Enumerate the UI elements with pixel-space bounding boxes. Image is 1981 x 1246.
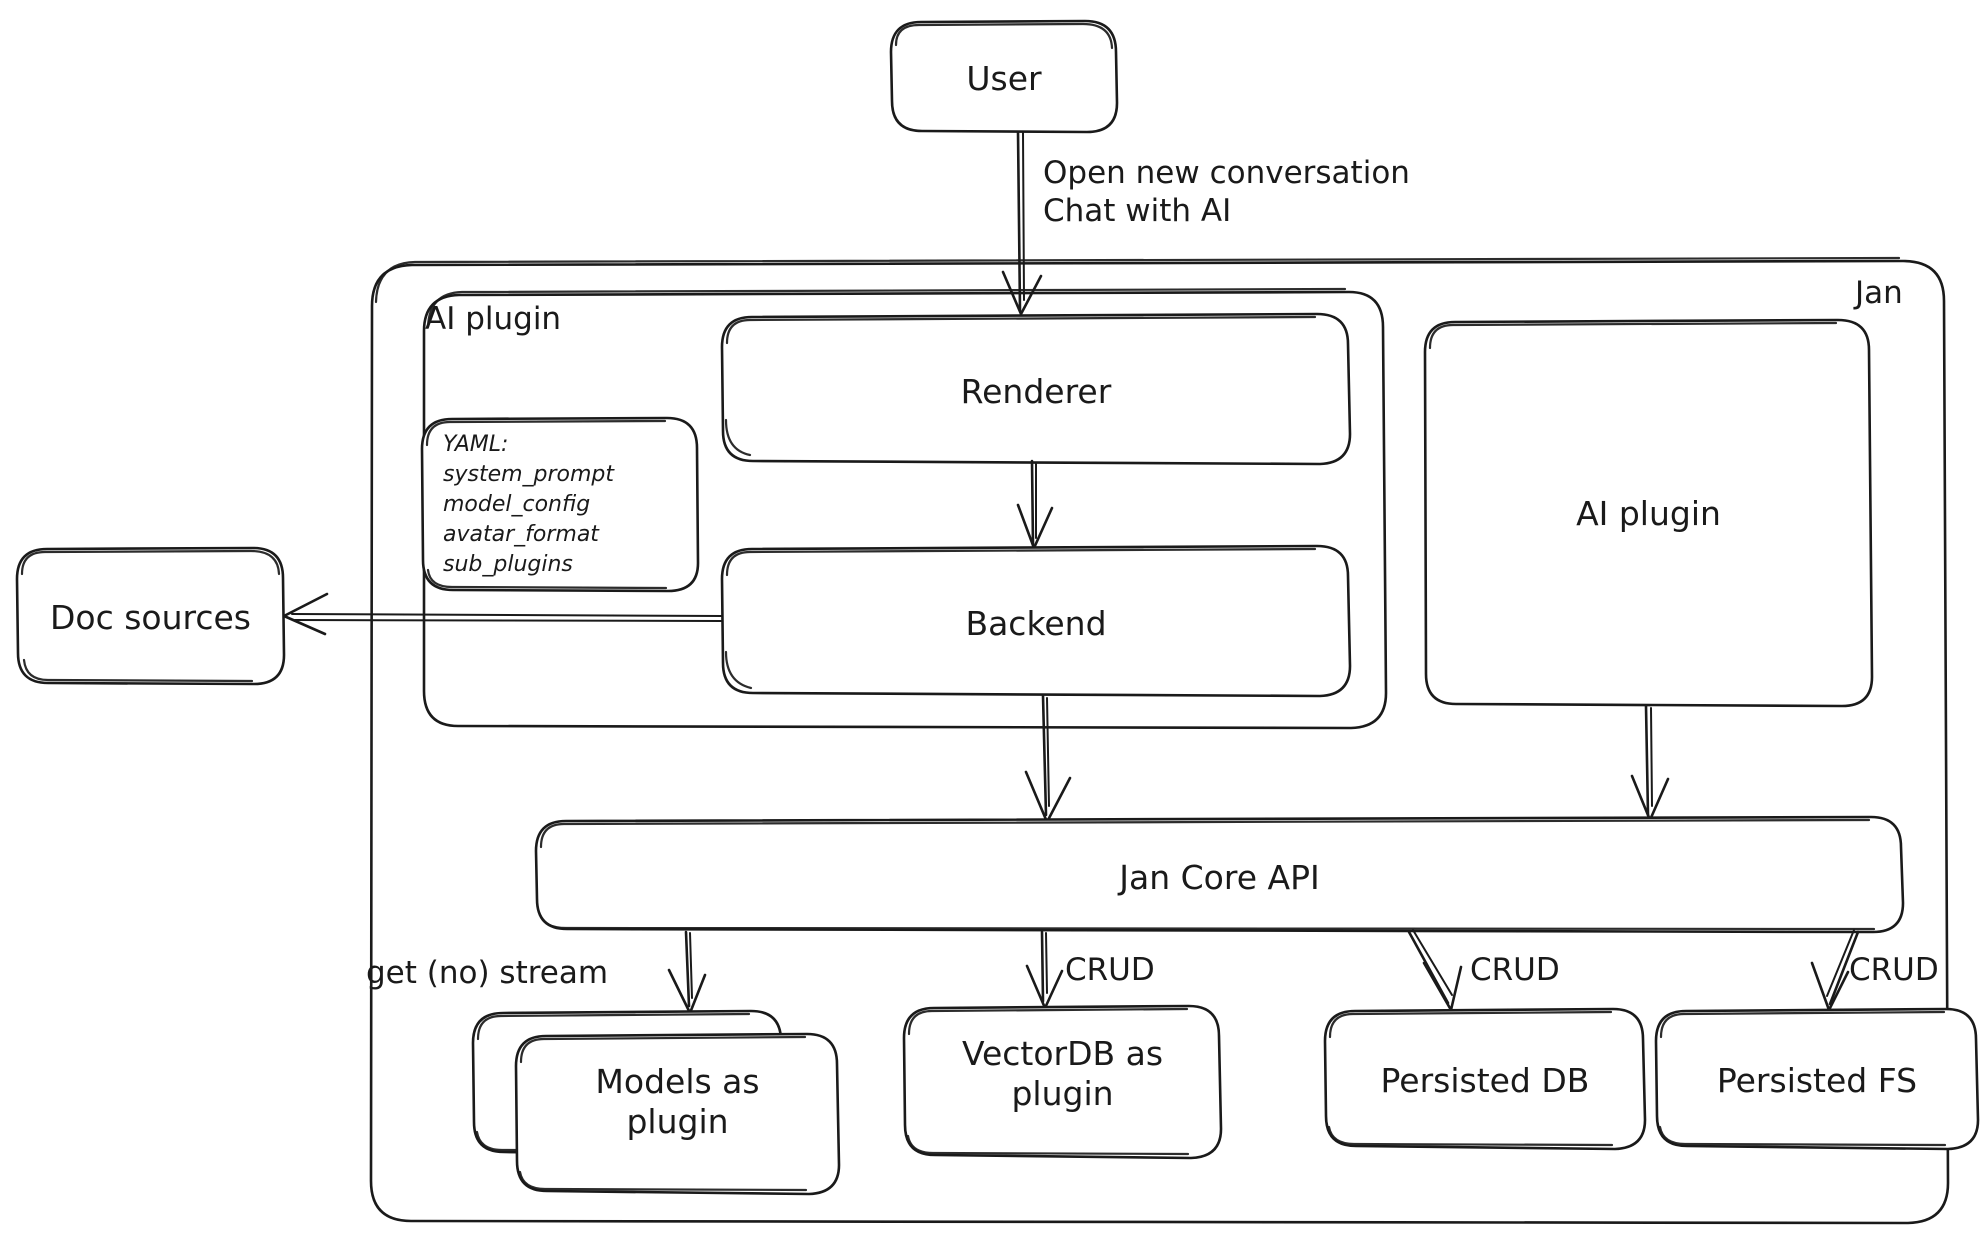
edge-jan-core-api-to-vectordb-plugin — [1025, 930, 1064, 1010]
edge-backend-to-doc-sources — [282, 592, 723, 636]
edge-user-to-renderer — [1001, 130, 1043, 316]
edge-jan-core-api-to-models-plugin — [667, 930, 707, 1015]
edge-backend-to-jan-core-api — [1024, 694, 1072, 824]
yaml-card-shape — [420, 416, 700, 593]
ai-plugin-group-shape — [422, 287, 1388, 730]
jan-core-api-node-shape — [534, 815, 1905, 934]
models-plugin-node-shape — [471, 1009, 841, 1196]
persisted-fs-node-shape — [1654, 1007, 1980, 1151]
edge-jan-core-api-to-persisted-db — [1407, 929, 1463, 1012]
user-node-shape — [889, 19, 1119, 134]
backend-node-shape — [720, 544, 1352, 698]
edge-renderer-to-backend — [1016, 459, 1054, 550]
jan-container-shape — [369, 256, 1950, 1225]
edge-ai-plugin-to-jan-core-api — [1630, 704, 1670, 822]
edge-jan-core-api-to-persisted-fs — [1810, 929, 1860, 1012]
doc-sources-node-shape — [15, 546, 286, 686]
ai-plugin-node-shape — [1423, 318, 1874, 708]
renderer-node-shape — [720, 312, 1352, 466]
persisted-db-node-shape — [1323, 1007, 1647, 1151]
vectordb-plugin-node-shape — [902, 1004, 1223, 1160]
